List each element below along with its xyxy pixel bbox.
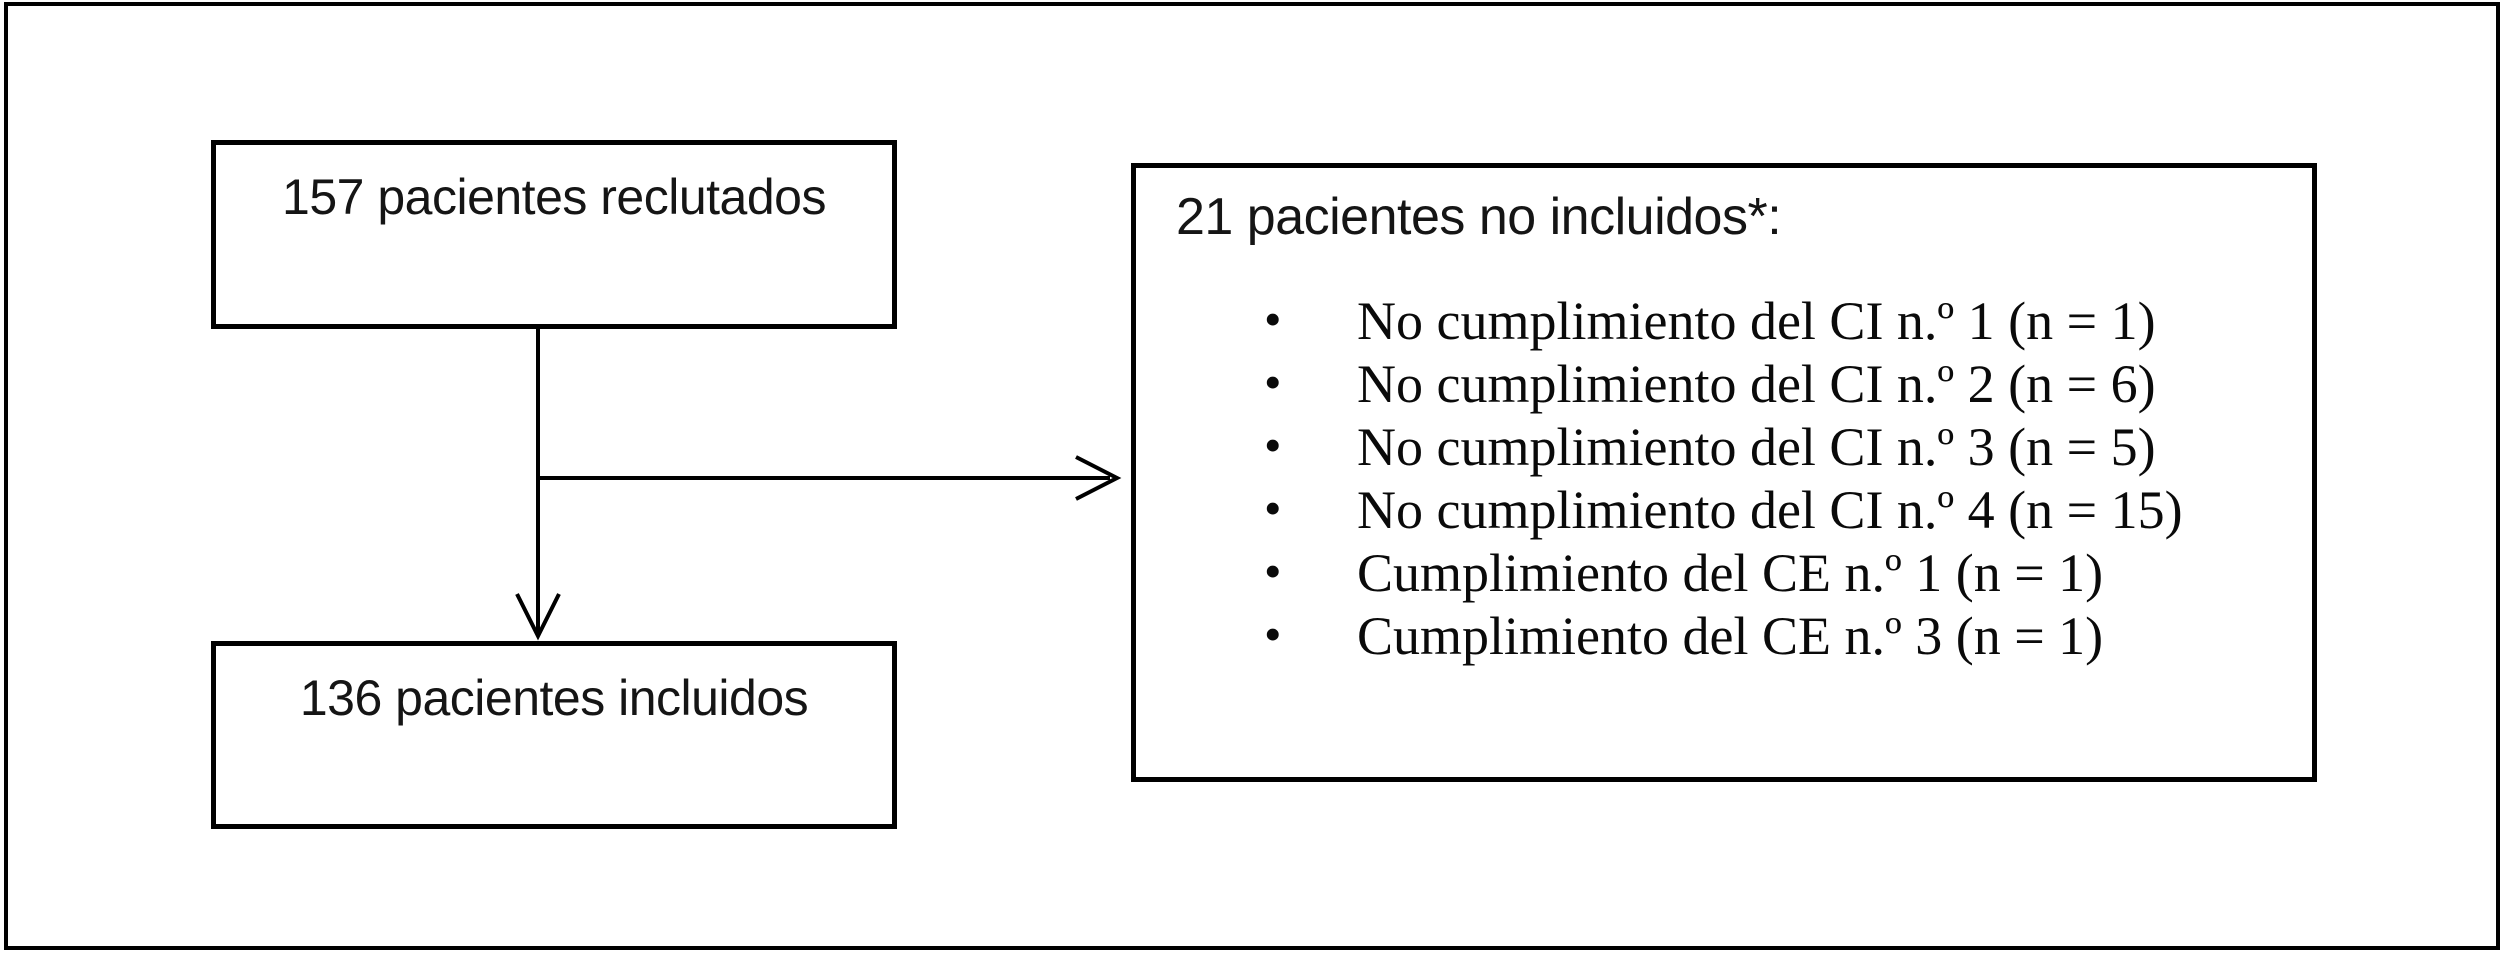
exclusion-item-label: No cumplimiento del CI n.º 2 (n = 6) — [1357, 354, 2156, 414]
exclusion-item: • No cumplimiento del CI n.º 3 (n = 5) — [1136, 416, 2312, 479]
bullet-icon: • — [1264, 417, 1282, 473]
exclusion-item: • No cumplimiento del CI n.º 1 (n = 1) — [1136, 290, 2312, 353]
exclusion-item-label: No cumplimiento del CI n.º 4 (n = 15) — [1357, 480, 2183, 540]
bullet-icon: • — [1264, 480, 1282, 536]
exclusion-item-label: No cumplimiento del CI n.º 1 (n = 1) — [1357, 291, 2156, 351]
exclusion-item: • Cumplimiento del CE n.º 1 (n = 1) — [1136, 542, 2312, 605]
recruited-box: 157 pacientes reclutados — [211, 140, 897, 329]
recruited-box-label: 157 pacientes reclutados — [282, 169, 826, 225]
bullet-icon: • — [1264, 291, 1282, 347]
exclusion-item: • No cumplimiento del CI n.º 2 (n = 6) — [1136, 353, 2312, 416]
exclusion-item-label: Cumplimiento del CE n.º 3 (n = 1) — [1357, 606, 2104, 666]
bullet-icon: • — [1264, 543, 1282, 599]
bullet-icon: • — [1264, 354, 1282, 410]
included-box: 136 pacientes incluidos — [211, 641, 897, 829]
exclusion-item: • Cumplimiento del CE n.º 3 (n = 1) — [1136, 605, 2312, 668]
exclusion-item-label: No cumplimiento del CI n.º 3 (n = 5) — [1357, 417, 2156, 477]
exclusion-item-label: Cumplimiento del CE n.º 1 (n = 1) — [1357, 543, 2104, 603]
bullet-icon: • — [1264, 606, 1282, 662]
figure-border — [4, 2, 2500, 950]
excluded-box-title: 21 pacientes no incluidos*: — [1176, 188, 1782, 246]
exclusion-list: • No cumplimiento del CI n.º 1 (n = 1) •… — [1136, 290, 2312, 668]
exclusion-item: • No cumplimiento del CI n.º 4 (n = 15) — [1136, 479, 2312, 542]
included-box-label: 136 pacientes incluidos — [299, 670, 809, 726]
excluded-box: 21 pacientes no incluidos*: • No cumplim… — [1131, 163, 2317, 782]
